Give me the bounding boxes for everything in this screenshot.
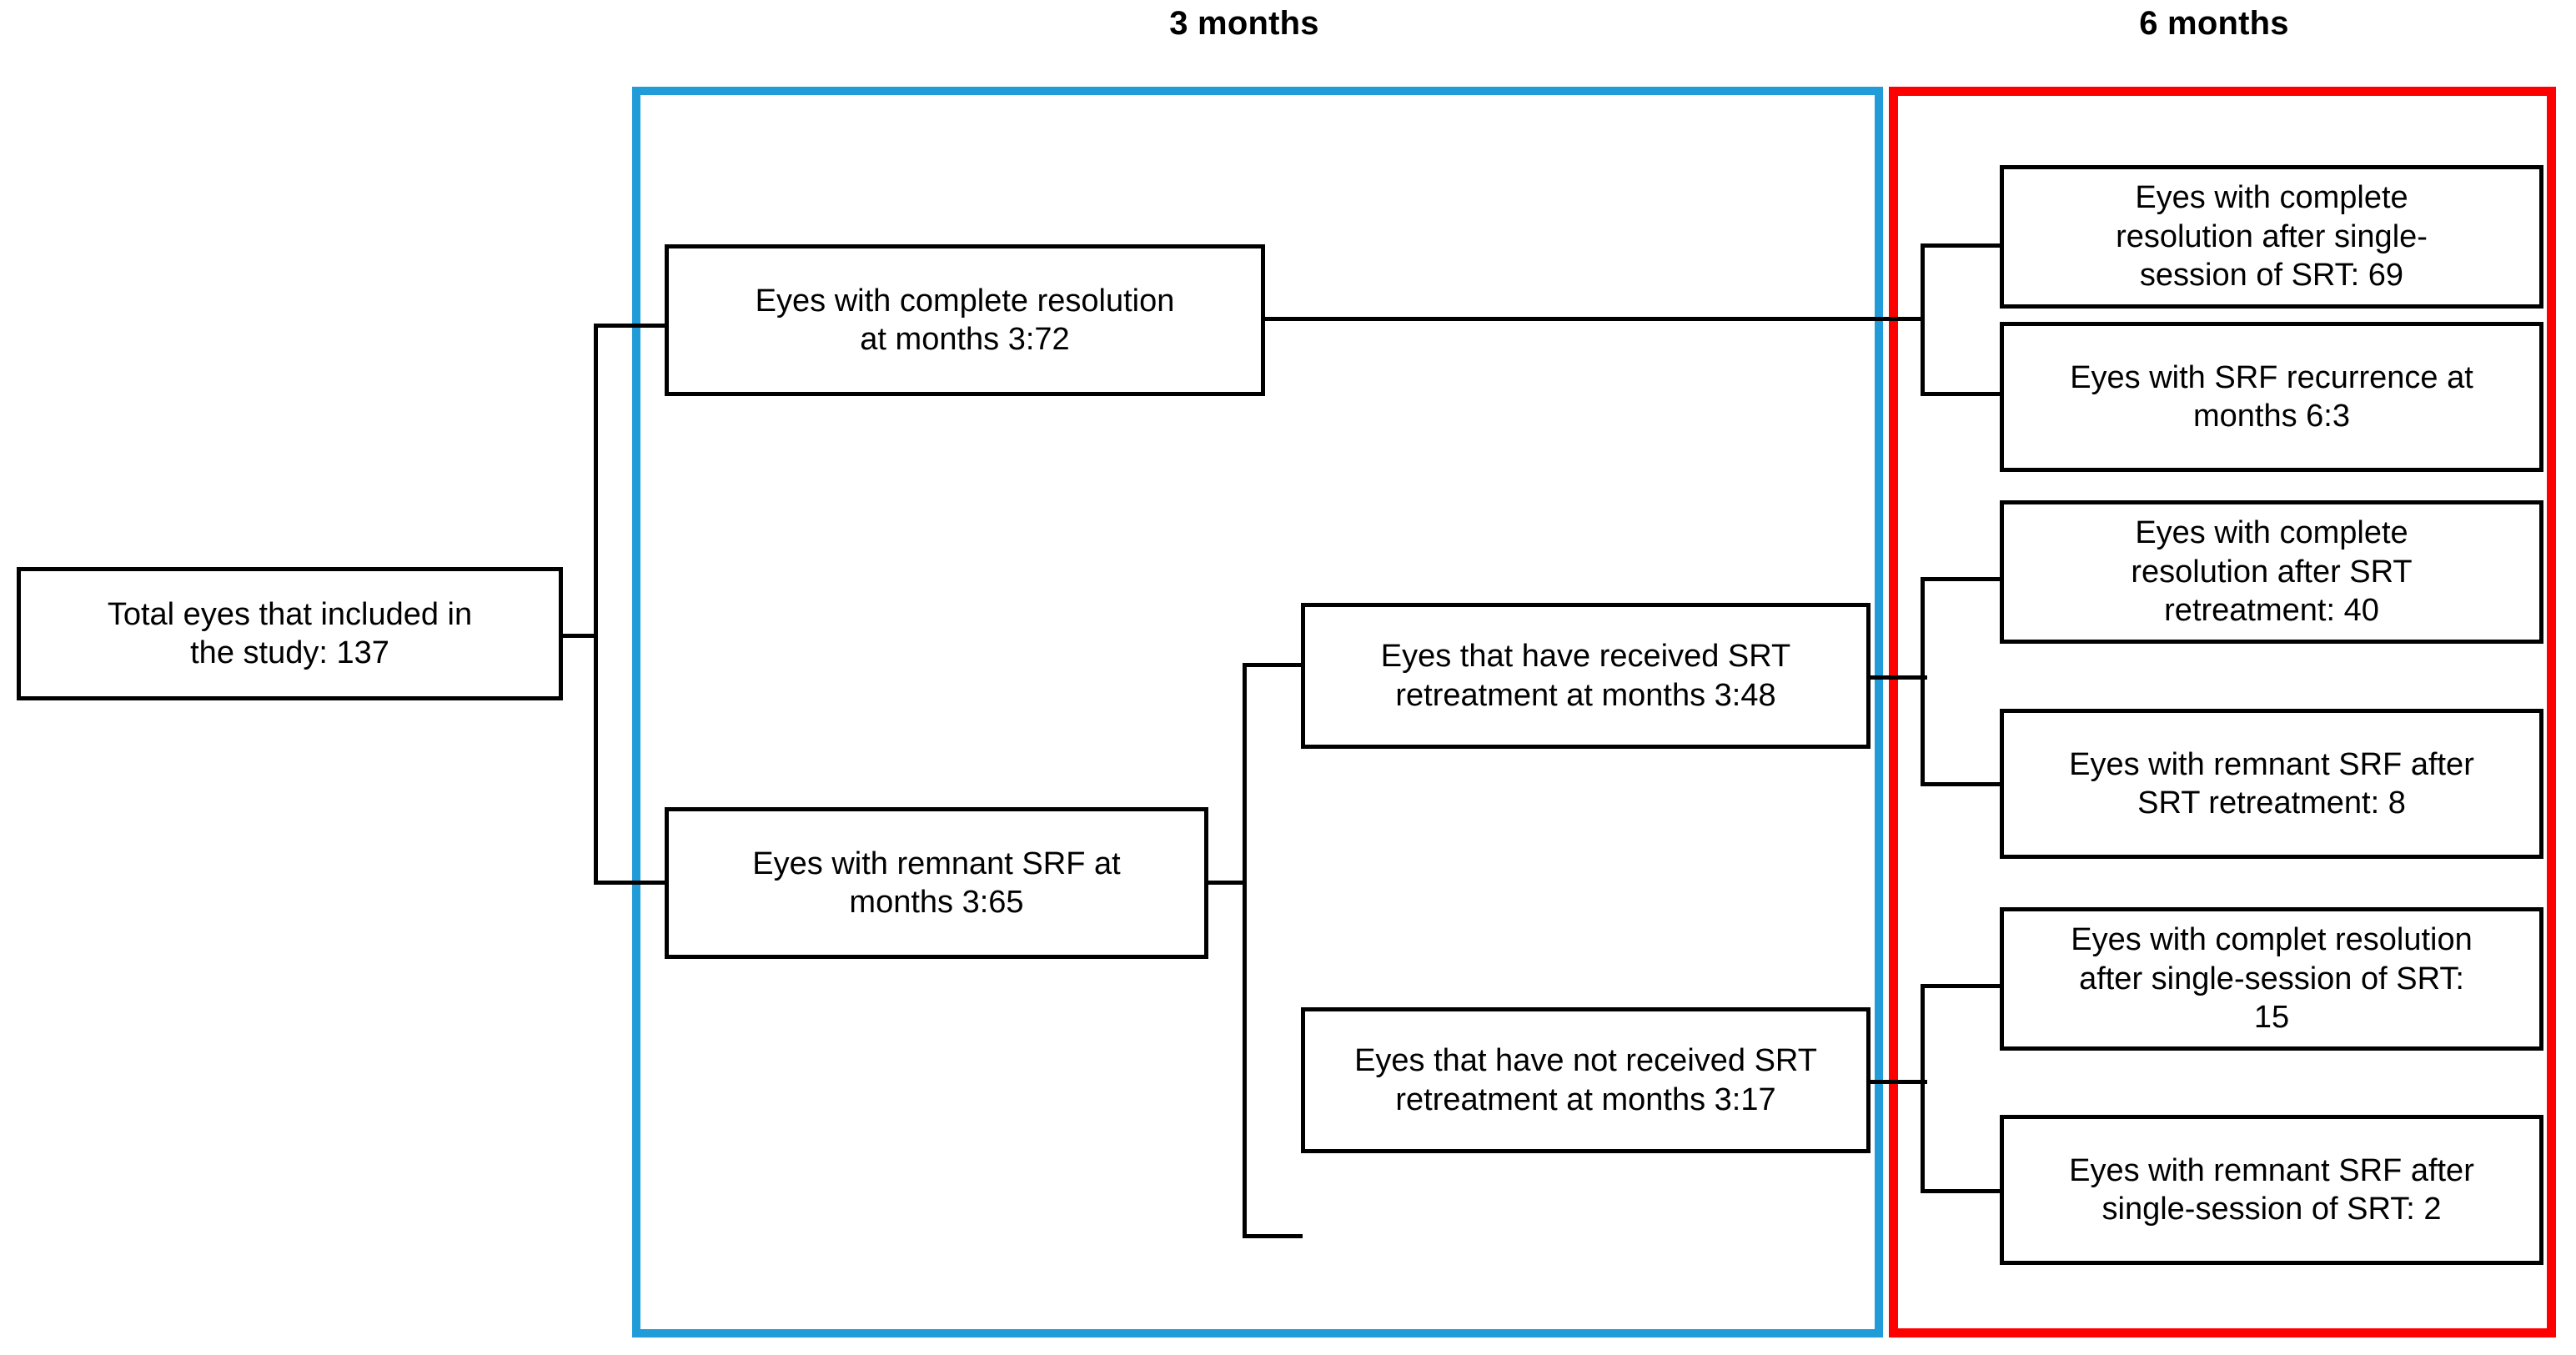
node-m6-srf-recurrence-line2: months 6:3: [2193, 399, 2350, 434]
connector-to-m6-complete-single2: [1921, 984, 2001, 988]
node-m6-complete-single-session-2-line2: after single-session of SRT:: [2079, 961, 2464, 996]
node-m6-remnant-after-single-session[interactable]: Eyes with remnant SRF after single-sessi…: [2000, 1115, 2543, 1265]
connector-6mo-group2-trunk: [1921, 577, 1925, 785]
phase-title-6-months: 6 months: [2139, 5, 2289, 42]
node-m3-not-received-retreatment-line2: retreatment at months 3:17: [1395, 1081, 1776, 1117]
connector-root-out: [560, 634, 597, 638]
node-total-eyes-text: Total eyes that included in the study: 1…: [26, 595, 554, 673]
node-m3-received-retreatment-line2: retreatment at months 3:48: [1395, 677, 1776, 713]
node-m6-complete-single-session-2-line1: Eyes with complet resolution: [2071, 922, 2473, 958]
node-m6-complete-after-retreatment-line1: Eyes with complete: [2135, 515, 2408, 551]
node-m6-complete-after-retreatment-line3: retreatment: 40: [2164, 593, 2379, 629]
node-m6-complete-single-session-2-text: Eyes with complet resolution after singl…: [2009, 921, 2534, 1036]
node-m3-complete-resolution-text: Eyes with complete resolution at months …: [674, 282, 1256, 359]
connector-m3-remnant-trunk: [1243, 663, 1247, 1238]
connector-to-m6-recurrence: [1921, 392, 2001, 396]
node-m3-not-received-retreatment-line1: Eyes that have not received SRT: [1354, 1043, 1817, 1079]
node-m6-srf-recurrence[interactable]: Eyes with SRF recurrence at months 6:3: [2000, 322, 2543, 472]
node-m3-remnant-srf-line2: months 3:65: [849, 885, 1024, 920]
node-m6-complete-after-retreatment-line2: resolution after SRT: [2131, 554, 2413, 590]
node-m6-complete-single-session[interactable]: Eyes with complete resolution after sing…: [2000, 165, 2543, 309]
node-m6-srf-recurrence-line1: Eyes with SRF recurrence at: [2070, 359, 2473, 395]
node-total-eyes-line2: the study: 137: [190, 635, 389, 670]
node-m6-remnant-after-retreatment-line1: Eyes with remnant SRF after: [2069, 746, 2474, 782]
connector-to-m6-remnant-single: [1921, 1189, 2001, 1193]
node-m6-remnant-after-single-session-line1: Eyes with remnant SRF after: [2069, 1152, 2474, 1188]
node-m3-complete-resolution[interactable]: Eyes with complete resolution at months …: [665, 244, 1265, 396]
node-m3-complete-resolution-line2: at months 3:72: [860, 322, 1070, 357]
node-m3-remnant-srf-text: Eyes with remnant SRF at months 3:65: [674, 845, 1199, 922]
connector-to-m6-remnant-retreat: [1921, 782, 2001, 786]
node-total-eyes[interactable]: Total eyes that included in the study: 1…: [17, 567, 563, 700]
phase-frame-6-months: [1889, 87, 2556, 1337]
node-m6-complete-single-session-line3: session of SRT: 69: [2139, 258, 2404, 294]
node-m3-remnant-srf-line1: Eyes with remnant SRF at: [752, 846, 1121, 881]
node-m6-complete-single-session-line2: resolution after single-: [2116, 218, 2428, 254]
node-m6-complete-single-session-2-line3: 15: [2253, 1000, 2290, 1036]
node-m3-complete-resolution-line1: Eyes with complete resolution: [755, 283, 1175, 319]
connector-m3-remnant-out: [1208, 881, 1246, 885]
node-m6-complete-single-session-text: Eyes with complete resolution after sing…: [2009, 178, 2534, 294]
phase-frame-3-months: [632, 87, 1883, 1337]
connector-m3-complete-to-6mo: [1263, 317, 1924, 321]
node-m3-not-received-retreatment[interactable]: Eyes that have not received SRT retreatm…: [1301, 1007, 1870, 1153]
connector-6mo-group1-trunk: [1921, 243, 1925, 395]
phase-title-3-months: 3 months: [1169, 5, 1319, 42]
node-m3-remnant-srf[interactable]: Eyes with remnant SRF at months 3:65: [665, 807, 1208, 959]
connector-to-m6-complete-retreat: [1921, 577, 2001, 581]
node-m6-complete-after-retreatment[interactable]: Eyes with complete resolution after SRT …: [2000, 500, 2543, 644]
node-total-eyes-line1: Total eyes that included in: [107, 596, 473, 632]
node-m3-not-received-retreatment-text: Eyes that have not received SRT retreatm…: [1310, 1041, 1861, 1119]
node-m3-received-retreatment[interactable]: Eyes that have received SRT retreatment …: [1301, 603, 1870, 749]
node-m6-remnant-after-retreatment-text: Eyes with remnant SRF after SRT retreatm…: [2009, 745, 2534, 823]
connector-root-to-m3-complete: [594, 324, 667, 328]
node-m6-remnant-after-single-session-line2: single-session of SRT: 2: [2101, 1192, 2442, 1227]
connector-to-m3-not-retreated: [1243, 1234, 1303, 1238]
connector-6mo-group3-trunk: [1921, 984, 1925, 1192]
node-m3-received-retreatment-text: Eyes that have received SRT retreatment …: [1310, 637, 1861, 715]
connector-m3-retreated-out: [1869, 675, 1927, 680]
node-m6-complete-single-session-2[interactable]: Eyes with complet resolution after singl…: [2000, 907, 2543, 1051]
node-m6-remnant-after-retreatment[interactable]: Eyes with remnant SRF after SRT retreatm…: [2000, 709, 2543, 859]
connector-m3-not-retreated-out: [1869, 1080, 1927, 1084]
node-m6-remnant-after-retreatment-line2: SRT retreatment: 8: [2137, 785, 2406, 821]
node-m6-srf-recurrence-text: Eyes with SRF recurrence at months 6:3: [2009, 359, 2534, 436]
connector-root-trunk: [594, 324, 598, 885]
connector-to-m3-retreated: [1243, 663, 1303, 667]
connector-root-to-m3-remnant: [594, 881, 667, 885]
connector-to-m6-complete-single: [1921, 243, 2001, 248]
node-m6-complete-after-retreatment-text: Eyes with complete resolution after SRT …: [2009, 514, 2534, 630]
node-m6-complete-single-session-line1: Eyes with complete: [2135, 180, 2408, 216]
node-m6-remnant-after-single-session-text: Eyes with remnant SRF after single-sessi…: [2009, 1152, 2534, 1229]
node-m3-received-retreatment-line1: Eyes that have received SRT: [1380, 639, 1791, 675]
